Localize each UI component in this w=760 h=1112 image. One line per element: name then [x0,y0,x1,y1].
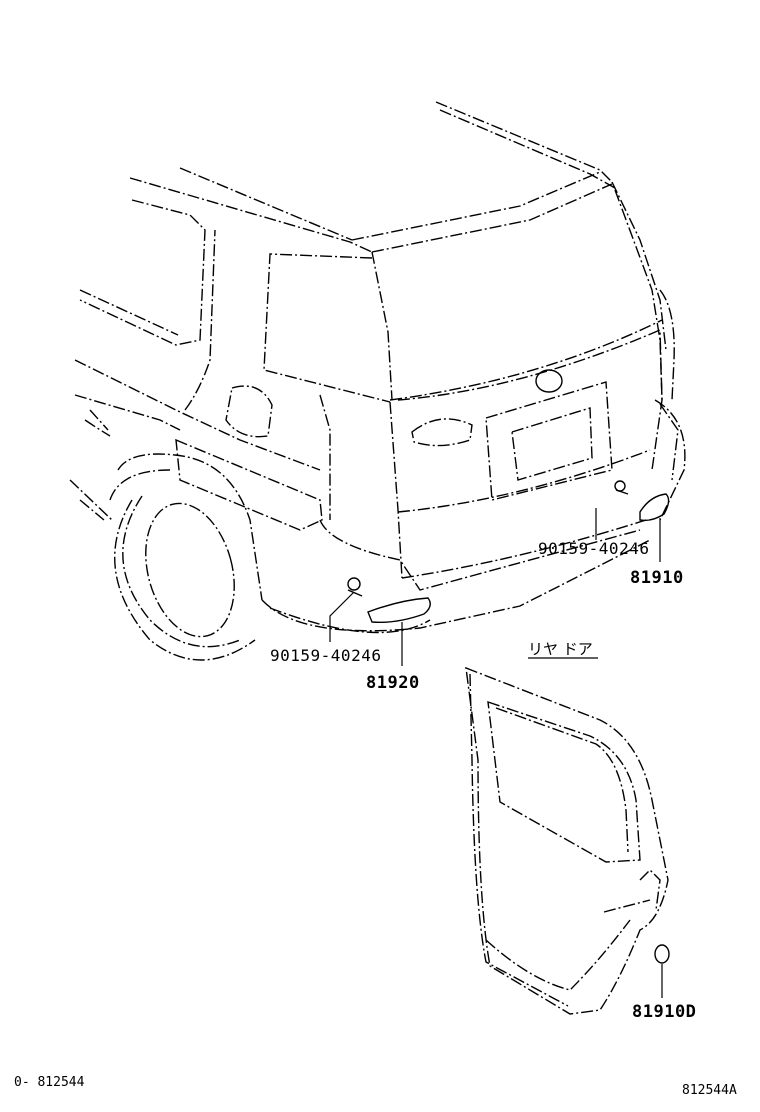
footer-right-code: 812544A [682,1083,737,1098]
part-label-bolt-left: 90159-40246 [270,646,381,665]
leader-line-bolt-left [329,591,355,642]
bolt-icon [347,577,363,597]
rear-door-outline [465,666,669,1015]
part-label-reflector-right: 81910 [630,568,684,588]
part-label-reflector-left: 81920 [366,673,420,693]
reflector-icon [639,493,670,522]
bolt-icon [614,480,629,495]
reflector-icon [654,944,670,964]
part-label-bolt-right: 90159-40246 [538,539,649,558]
vehicle-rear-outline [69,101,686,661]
footer-left-code: 0- 812544 [14,1075,85,1090]
part-label-door-reflector: 81910D [632,1002,696,1022]
section-title-rear-door: リヤ ドア [528,640,593,658]
reflector-icon [367,597,431,624]
